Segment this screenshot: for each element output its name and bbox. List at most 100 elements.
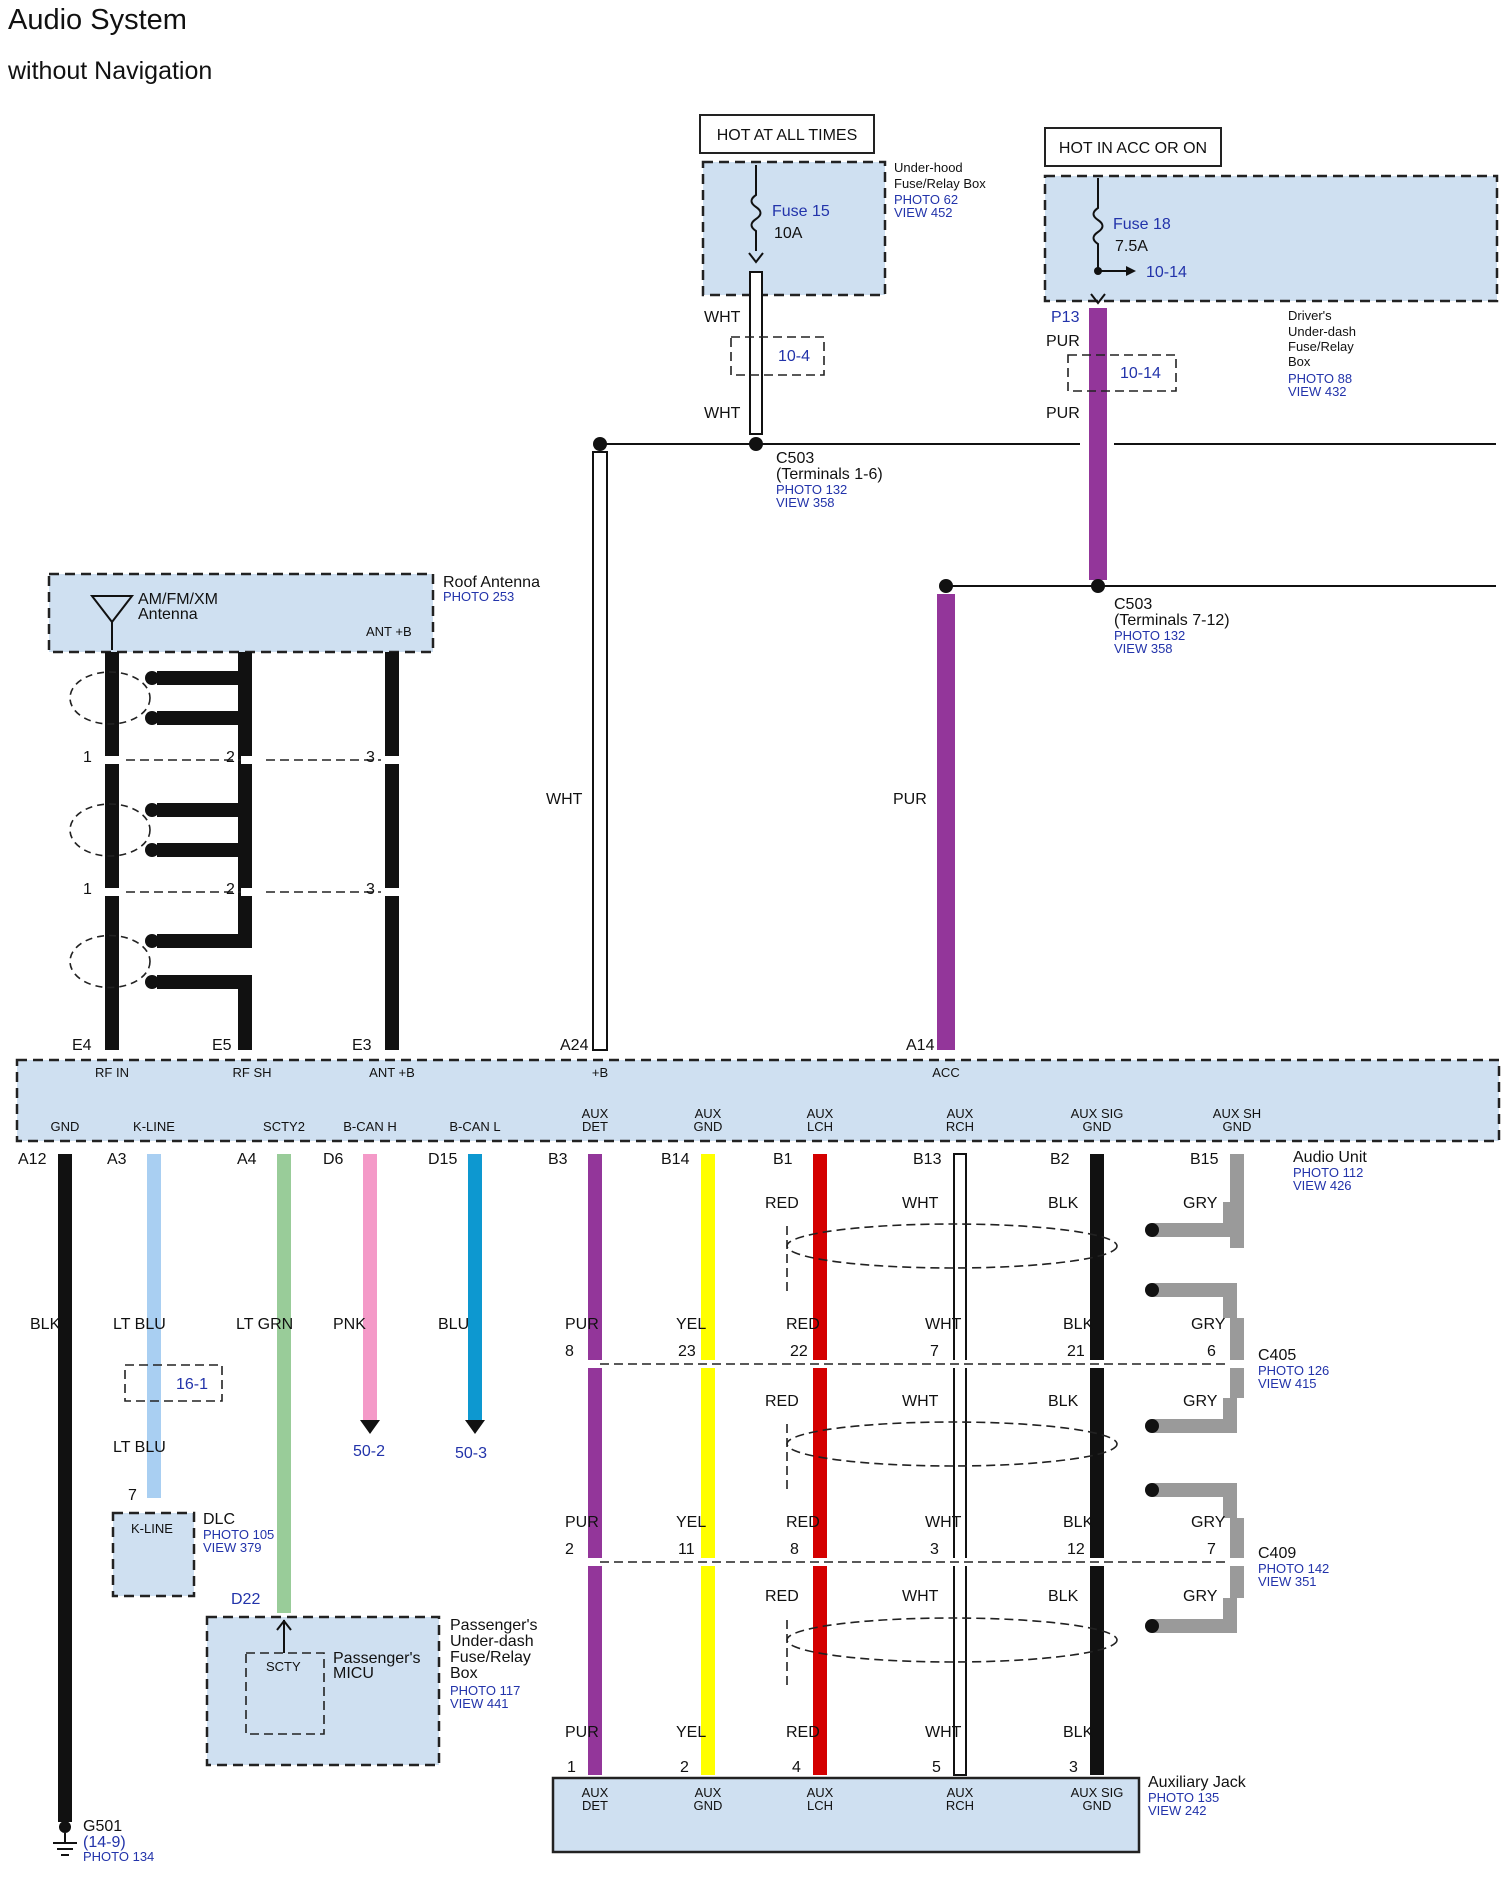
wire-label-0-6: YEL (676, 1316, 706, 1333)
audio-unit-box (15, 1058, 1501, 1143)
c503a-view: VIEW 358 (776, 495, 835, 510)
shield-label-1-0: RED (765, 1393, 799, 1410)
antenna-shield-ellipse-2 (69, 934, 151, 989)
aux-jack-pin-name-0b: DET (582, 1798, 608, 1813)
audio-top-pin-name-3: +B (592, 1065, 608, 1080)
page-title: Audio System (8, 4, 187, 36)
audio-bottom-pin-name-2: SCTY2 (263, 1119, 305, 1134)
driver-box-label-2: Under-dash (1288, 324, 1356, 339)
passenger-box-label-1: Passenger's (450, 1617, 538, 1634)
audio-unit-photo: PHOTO 112 (1293, 1165, 1363, 1180)
audio-bottom-pin-4: D15 (428, 1151, 457, 1168)
pur-label-3: PUR (893, 791, 927, 808)
antenna-antb: ANT +B (366, 624, 412, 639)
micu-scty-box (245, 1652, 325, 1735)
audio-top-pin-name-2: ANT +B (369, 1065, 415, 1080)
audio-top-pin-name-1: RF SH (233, 1065, 272, 1080)
gry-seg-1 (1230, 1318, 1244, 1398)
audio-bottom-pin-5: B3 (548, 1151, 568, 1168)
audio-bottom-pin-name-0: GND (51, 1119, 80, 1134)
antenna-connector-gap-0-2 (381, 756, 403, 764)
rf-shield-seg-2 (238, 718, 252, 850)
wire-B1 (813, 1154, 827, 1775)
connector-pin-0-4: 21 (1067, 1343, 1085, 1360)
fuse15-symbol (750, 165, 762, 251)
wire-label-0-1: LT BLU (113, 1316, 166, 1333)
shield-label-0-2: BLK (1048, 1195, 1079, 1212)
audio-bottom-pin-8: B13 (913, 1151, 942, 1168)
gry-dot-1-0 (1145, 1419, 1159, 1433)
connector-pin-0-1: 23 (678, 1343, 696, 1360)
rf-shield-top-0 (157, 652, 252, 685)
audio-top-pin-name-4: ACC (932, 1065, 959, 1080)
wire-D6 (363, 1154, 377, 1420)
wire-label-0-8: WHT (925, 1316, 962, 1333)
antenna-icon (89, 595, 135, 650)
hot-at-all-times-label: HOT AT ALL TIMES (717, 127, 858, 144)
connector-pin-1-0: 2 (565, 1541, 574, 1558)
wire-label-0-2: LT GRN (236, 1316, 293, 1333)
aux-jack-pin-name-0a: AUX (582, 1785, 609, 1800)
lower-label-0-0: PUR (565, 1514, 599, 1531)
audio-bottom-pin-9: B2 (1050, 1151, 1070, 1168)
scty-arrow-icon (276, 1619, 292, 1631)
lower-label-0-5: GRY (1191, 1514, 1226, 1531)
aux-jack-view: VIEW 242 (1148, 1803, 1207, 1818)
wht-label-3: WHT (546, 791, 583, 808)
ground-dot (59, 1821, 71, 1833)
ref-16-1: 16-1 (176, 1376, 208, 1393)
page-subtitle: without Navigation (7, 57, 212, 85)
audio-unit-label: Audio Unit (1293, 1149, 1367, 1166)
wire-D15 (468, 1154, 482, 1420)
shield-ellipse-1 (786, 1223, 1118, 1269)
connector-pin-0-2: 22 (790, 1343, 808, 1360)
fuse18-arrow-icon (1090, 293, 1106, 305)
wht-label-1: WHT (704, 309, 741, 326)
gry-loop-1-1 (1152, 1483, 1237, 1518)
gry-dot-1-1 (1145, 1483, 1159, 1497)
pur-wire-to-audio (937, 594, 955, 1050)
p13-pin: P13 (1051, 309, 1080, 326)
c503a-label: C503 (776, 450, 814, 467)
audio-top-pin-1: E5 (212, 1037, 232, 1054)
audio-bottom-pin-6: B14 (661, 1151, 690, 1168)
shield-label-2-0: RED (765, 1588, 799, 1605)
lower-label-0-3: WHT (925, 1514, 962, 1531)
shield-label-1-2: BLK (1048, 1393, 1079, 1410)
c405-label: C405 (1258, 1347, 1296, 1364)
aux-jack-photo: PHOTO 135 (1148, 1790, 1219, 1805)
connector-pin-0-3: 7 (930, 1343, 939, 1360)
audio-bottom-pin-name-10b: GND (1223, 1119, 1252, 1134)
c503b-photo: PHOTO 132 (1114, 628, 1185, 643)
audio-bottom-pin-name-6b: GND (694, 1119, 723, 1134)
connector-gap-1-1 (696, 1558, 720, 1566)
wire-label-0-5: PUR (565, 1316, 599, 1333)
underhood-label-1: Under-hood (894, 160, 963, 175)
driver-fuse-box (1043, 174, 1499, 303)
fuse18-branch-arrow-icon (1126, 266, 1136, 276)
audio-bottom-pin-3: D6 (323, 1151, 344, 1168)
antenna-shield-dot-0a (145, 671, 159, 685)
antenna-wire-1 (385, 652, 399, 1050)
wire-A12 (58, 1154, 72, 1822)
shield-ellipse-2 (786, 1421, 1118, 1467)
micu-label-1: Passenger's (333, 1650, 421, 1667)
shield-label-1-3: GRY (1183, 1393, 1218, 1410)
shield-label-1-1: WHT (902, 1393, 939, 1410)
connector-pin-0-0: 8 (565, 1343, 574, 1360)
dlc-inner: K-LINE (131, 1521, 173, 1536)
splice-dot-c503a (749, 437, 763, 451)
lower-label-1-0: PUR (565, 1724, 599, 1741)
wire-A3 (147, 1154, 161, 1498)
aux-jack-pin-name-4a: AUX SIG (1071, 1785, 1124, 1800)
shield-label-0-3: GRY (1183, 1195, 1218, 1212)
ground-icon (53, 1833, 77, 1856)
fuse15-arrow-icon (748, 252, 764, 264)
c503b-terminals: (Terminals 7-12) (1114, 612, 1230, 629)
audio-bottom-pin-name-10a: AUX SH (1213, 1106, 1261, 1121)
c503a-photo: PHOTO 132 (776, 482, 847, 497)
gry-dot-2-0 (1145, 1619, 1159, 1633)
scty-label: SCTY (266, 1659, 301, 1674)
